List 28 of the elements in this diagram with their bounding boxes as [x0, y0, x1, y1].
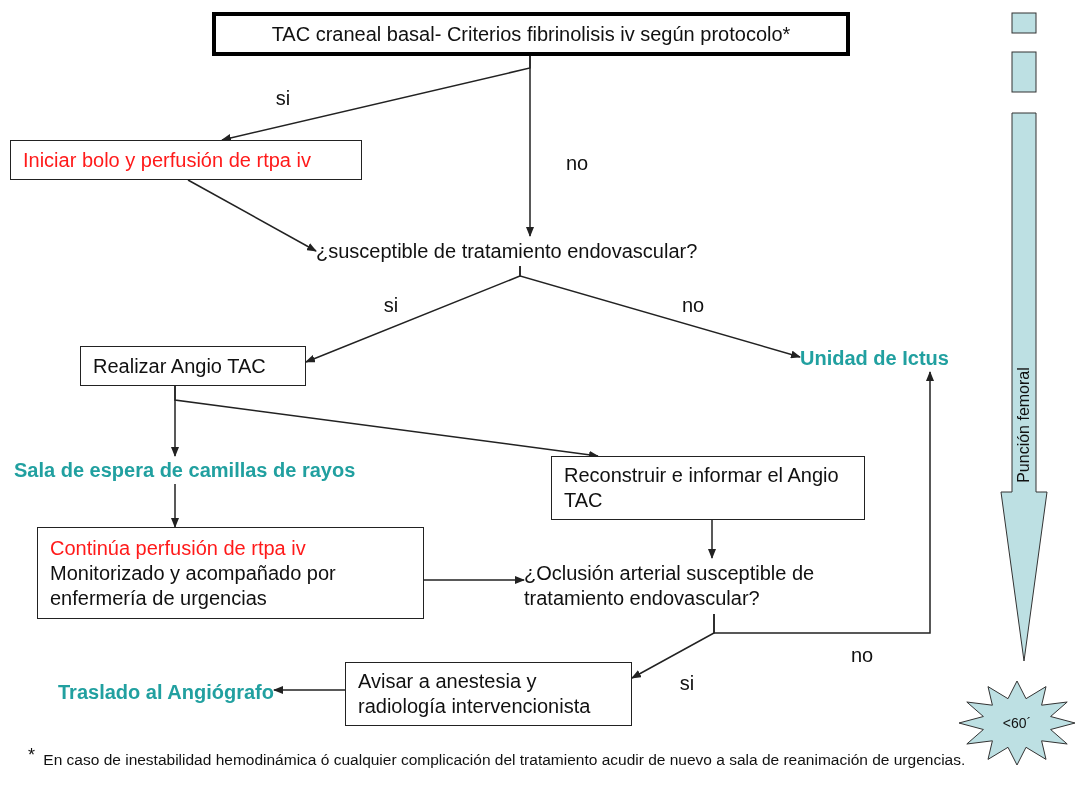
- arrow: [171, 483, 179, 528]
- process-box: [37, 527, 424, 619]
- box-text: TAC craneal basal- Criterios fibrinolisis iv según protocolo*: [271, 21, 791, 47]
- arrow: [713, 371, 934, 634]
- box-text: Avisar a anestesia y radiología intervencionista: [358, 669, 592, 719]
- arrow: [273, 686, 346, 694]
- destination-text: Sala de espera de camillas de rayos: [14, 457, 356, 483]
- process-box: [212, 12, 850, 56]
- time-label: <60´: [1002, 715, 1032, 731]
- process-box: [10, 140, 362, 180]
- box-text: Continúa perfusión de rtpa iv: [50, 535, 306, 561]
- process-box: [80, 346, 306, 386]
- destination-text: Unidad de Ictus: [800, 345, 949, 371]
- arrow-label: Punción femoral: [1015, 367, 1033, 483]
- box-text: Iniciar bolo y perfusión de rtpa iv: [23, 147, 311, 173]
- question-text: ¿Oclusión arterial susceptible de tratamiento endovascular?: [524, 561, 816, 611]
- box-text: Realizar Angio TAC: [93, 353, 266, 379]
- question-text: ¿susceptible de tratamiento endovascular?: [316, 238, 698, 264]
- arrow: [187, 179, 317, 252]
- process-box: [345, 662, 632, 726]
- box-text: Monitorizado y acompañado por enfermería de urgencias: [50, 560, 337, 611]
- arrow: [708, 519, 716, 559]
- arrow: [519, 265, 801, 359]
- process-box: [551, 456, 865, 520]
- destination-text: Traslado al Angiógrafo: [58, 679, 274, 705]
- box-text: Reconstruir e informar el Angio TAC: [564, 463, 840, 513]
- arrow: [423, 576, 525, 584]
- arrow: [526, 55, 534, 237]
